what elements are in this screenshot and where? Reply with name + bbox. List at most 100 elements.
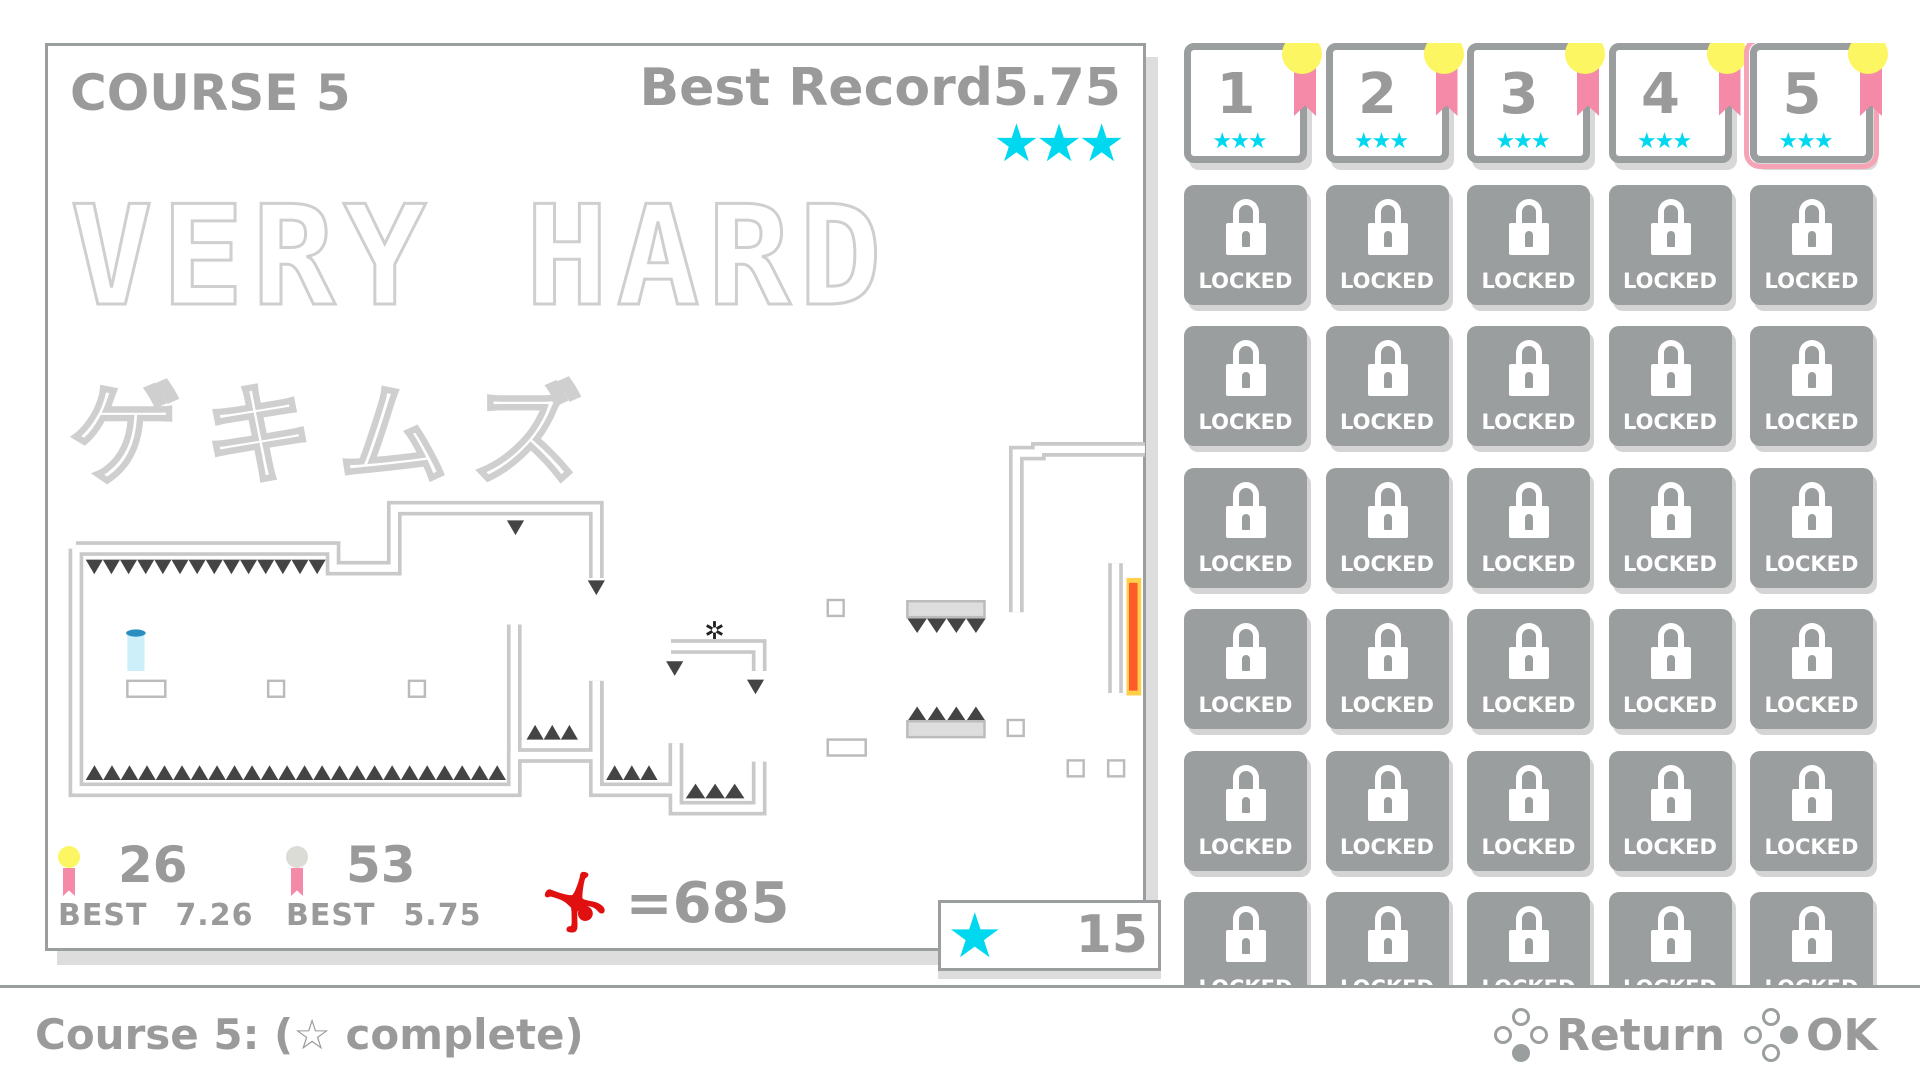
locked-course-tile[interactable]: LOCKED <box>1608 609 1732 729</box>
difficulty-title-art: VERY HARD <box>69 175 890 339</box>
gold-medal-icon <box>1423 43 1464 74</box>
controller-buttons-icon <box>1494 1008 1548 1062</box>
locked-label: LOCKED <box>1467 976 1590 986</box>
locked-label: LOCKED <box>1198 268 1293 293</box>
locked-course-tile[interactable]: LOCKED <box>1750 467 1873 588</box>
locked-label: LOCKED <box>1481 834 1576 859</box>
locked-course-tile[interactable]: LOCKED <box>1184 467 1307 588</box>
locked-label: LOCKED <box>1481 410 1576 434</box>
gold-medal-icon <box>1706 43 1747 74</box>
silver-medal-icon <box>286 846 308 896</box>
lock-icon <box>1509 623 1549 681</box>
return-label: Return <box>1556 1009 1726 1061</box>
locked-label: LOCKED <box>1609 976 1732 986</box>
locked-course-tile[interactable]: LOCKED <box>1184 750 1307 871</box>
best-record-value: 5.75 <box>992 58 1121 118</box>
gold-medal-icon <box>1848 43 1888 74</box>
locked-course-tile[interactable]: LOCKED <box>1467 750 1590 871</box>
locked-course-tile[interactable]: LOCKED <box>1325 326 1449 446</box>
locked-label: LOCKED <box>1764 834 1859 859</box>
course-status: Course 5: (☆ complete) <box>35 1010 584 1059</box>
lock-icon <box>1792 340 1832 398</box>
locked-course-tile[interactable]: LOCKED <box>1750 750 1873 871</box>
lock-icon <box>1792 198 1832 257</box>
locked-course-tile[interactable]: LOCKED <box>1467 326 1590 446</box>
locked-label: LOCKED <box>1623 410 1717 434</box>
death-counter: 🤸︎=685 <box>538 868 789 937</box>
locked-course-tile[interactable]: LOCKED <box>1750 609 1873 729</box>
course-tile-5[interactable]: 5★★★ <box>1744 43 1888 169</box>
locked-course-tile[interactable]: LOCKED <box>1608 326 1732 446</box>
locked-label: LOCKED <box>1623 693 1717 717</box>
locked-label: LOCKED <box>1481 268 1576 293</box>
return-button[interactable]: Return <box>1494 1008 1725 1062</box>
lock-icon <box>1509 906 1549 964</box>
course-number: 1 <box>1216 62 1256 127</box>
lock-icon <box>1367 906 1408 964</box>
locked-label: LOCKED <box>1340 551 1434 576</box>
lock-icon <box>1226 481 1266 540</box>
lock-icon <box>1792 906 1832 964</box>
course-tile-1[interactable]: 1★★★ <box>1184 43 1322 163</box>
lock-icon <box>1792 481 1832 540</box>
lock-icon <box>1650 340 1691 398</box>
footer-divider <box>0 985 1920 988</box>
course-preview-panel: COURSE 5 Best Record 5.75 ★★★ VERY HARD … <box>45 43 1146 951</box>
lock-icon <box>1367 764 1408 823</box>
lock-icon <box>1367 623 1408 681</box>
gold-medal-icon <box>1565 43 1605 74</box>
lock-icon <box>1650 764 1691 823</box>
locked-course-tile[interactable]: LOCKED <box>1325 609 1449 729</box>
locked-course-tile[interactable]: LOCKED <box>1325 892 1449 986</box>
lock-icon <box>1650 906 1691 964</box>
lock-icon <box>1509 198 1549 257</box>
locked-course-tile[interactable]: LOCKED <box>1750 326 1873 446</box>
lock-icon <box>1509 481 1549 540</box>
ribbon-icon <box>1718 68 1741 116</box>
star-total: 15 <box>1075 905 1148 965</box>
locked-label: LOCKED <box>1198 551 1293 576</box>
lock-icon <box>1650 481 1691 540</box>
locked-course-tile[interactable]: LOCKED <box>1184 184 1307 305</box>
locked-label: LOCKED <box>1623 268 1717 293</box>
lock-icon <box>1367 340 1408 398</box>
course-number: 5 <box>1782 62 1822 127</box>
locked-course-tile[interactable]: LOCKED <box>1467 892 1590 986</box>
locked-label: LOCKED <box>1764 410 1859 434</box>
locked-course-tile[interactable]: LOCKED <box>1467 609 1590 729</box>
death-count: =685 <box>625 871 790 936</box>
lock-icon <box>1226 340 1266 398</box>
locked-course-tile[interactable]: LOCKED <box>1184 892 1307 986</box>
locked-course-tile[interactable]: LOCKED <box>1184 609 1307 729</box>
course-number: 4 <box>1641 62 1680 127</box>
locked-course-tile[interactable]: LOCKED <box>1184 326 1307 446</box>
silver-count: 53 <box>346 836 416 894</box>
locked-course-tile[interactable]: LOCKED <box>1467 184 1590 305</box>
locked-course-tile[interactable]: LOCKED <box>1467 467 1590 588</box>
lock-icon <box>1650 198 1691 257</box>
locked-course-tile[interactable]: LOCKED <box>1608 750 1732 871</box>
locked-course-tile[interactable]: LOCKED <box>1750 892 1873 986</box>
lock-icon <box>1367 198 1408 257</box>
locked-course-tile[interactable]: LOCKED <box>1608 892 1732 986</box>
locked-course-tile[interactable]: LOCKED <box>1325 467 1449 588</box>
locked-course-tile[interactable]: LOCKED <box>1608 467 1732 588</box>
course-tile-3[interactable]: 3★★★ <box>1467 43 1605 163</box>
locked-label: LOCKED <box>1481 693 1576 717</box>
lock-icon <box>1367 481 1408 540</box>
course-tile-2[interactable]: 2★★★ <box>1325 43 1464 163</box>
course-tile-4[interactable]: 4★★★ <box>1608 43 1747 163</box>
locked-label: LOCKED <box>1326 976 1449 986</box>
ok-button[interactable]: OK <box>1744 1008 1878 1062</box>
lock-icon <box>1226 198 1266 257</box>
locked-label: LOCKED <box>1198 834 1293 859</box>
locked-course-tile[interactable]: LOCKED <box>1325 184 1449 305</box>
lock-icon <box>1509 764 1549 823</box>
locked-course-tile[interactable]: LOCKED <box>1325 750 1449 871</box>
locked-course-tile[interactable]: LOCKED <box>1750 184 1873 305</box>
locked-course-tile[interactable]: LOCKED <box>1608 184 1732 305</box>
locked-label: LOCKED <box>1340 693 1434 717</box>
locked-label: LOCKED <box>1764 551 1859 576</box>
